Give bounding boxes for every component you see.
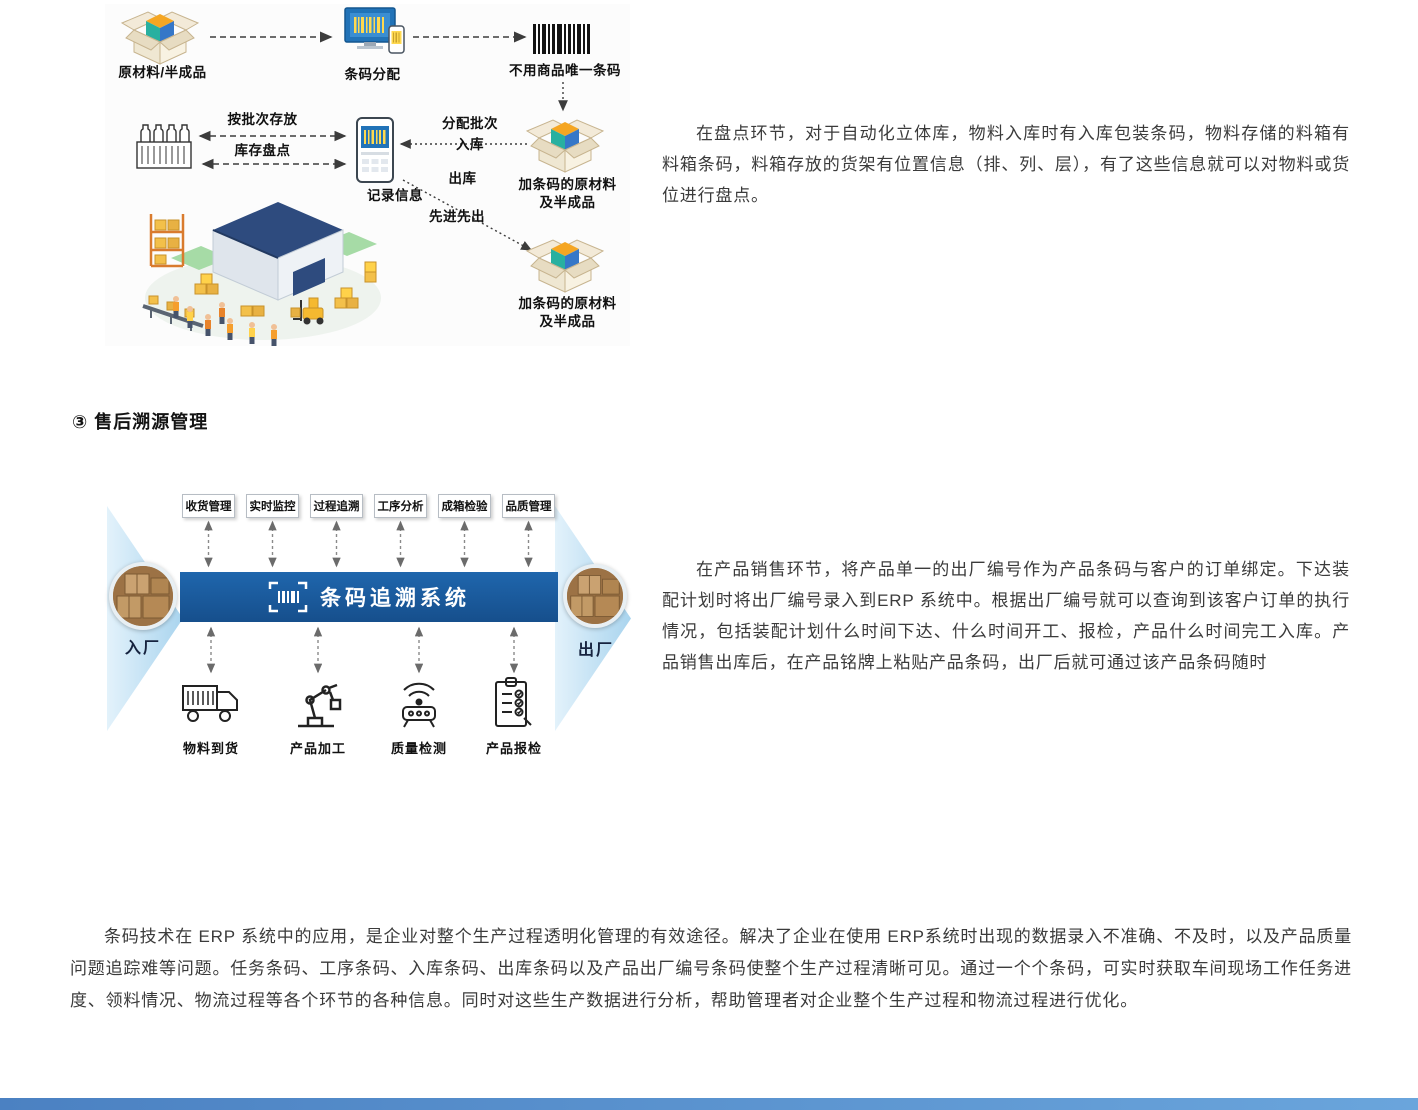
arrow-outbound-fifo (402, 179, 533, 251)
top-label-receiving: 收货管理 (182, 494, 235, 518)
system-title: 条码追溯系统 (320, 587, 470, 610)
barcoded-material-line2: 及半成品 (539, 194, 596, 210)
top-label-quality-mgmt: 品质管理 (502, 494, 555, 518)
barcoded-material-line2: 及半成品 (539, 313, 596, 329)
inspection-report-icon (495, 677, 532, 727)
traceability-system-bar: 条码追溯系统 (180, 572, 558, 622)
inventory-count-label: 库存盘点 (234, 143, 291, 158)
workers-icons (173, 296, 277, 346)
barcode-monitor-icon (344, 7, 405, 54)
bottom-label-processing: 产品加工 (289, 741, 346, 756)
bottom-label-material-arrival: 物料到货 (182, 741, 239, 756)
forklift-icon (290, 297, 324, 325)
top-label-boxing-inspection: 成箱检验 (438, 494, 491, 518)
quality-detector-icon (402, 682, 436, 728)
outbound-goods-photo (563, 564, 627, 628)
barcoded-material-label-1: 加条码的原材料 及半成品 (495, 176, 640, 211)
inbound-label: 入库 (456, 137, 484, 152)
barcoded-material-line1: 加条码的原材料 (518, 296, 617, 311)
barcoded-box-icon-2 (526, 239, 604, 293)
outbound-gate-label: 出厂 (577, 642, 614, 659)
traceability-system-diagram: 入厂 出厂 收货管理 实时监控 过程追溯 工序分析 成箱检验 品质管理 (105, 466, 631, 770)
flow-diagram-graphics (121, 7, 604, 346)
bottom-label-product-inspection: 产品报检 (485, 741, 542, 756)
truck-icon (182, 685, 238, 722)
fifo-label: 先进先出 (429, 209, 485, 224)
top-label-process-trace: 过程追溯 (310, 494, 363, 518)
barcode-icon (533, 24, 590, 54)
assign-batch-label: 分配批次 (442, 116, 498, 131)
handheld-scanner-icon (356, 117, 394, 183)
barcode-assign-label: 条码分配 (344, 67, 401, 82)
section-heading-after-sales-traceability: ③ 售后溯源管理 (72, 412, 209, 432)
outbound-label: 出库 (448, 171, 477, 186)
traceability-arrows (204, 520, 533, 674)
top-label-process-analysis: 工序分析 (374, 494, 427, 518)
inbound-goods-photo (109, 562, 177, 630)
bottom-label-quality-test: 质量检测 (390, 741, 447, 756)
barcoded-box-icon (526, 119, 604, 173)
robot-arm-icon (298, 683, 342, 728)
page-bottom-bar (0, 1098, 1418, 1110)
warehouse-scene-illustration (142, 202, 381, 346)
raw-material-label: 原材料/半成品 (118, 65, 207, 80)
open-box-icon (121, 11, 199, 65)
summary-paragraph: 条码技术在 ERP 系统中的应用，是企业对整个生产过程透明化管理的有效途径。解决… (70, 927, 1352, 1010)
barcode-scan-icon (268, 581, 308, 613)
storage-rack-icon (136, 124, 192, 169)
record-info-label: 记录信息 (367, 188, 423, 203)
warehouse-barcode-flow-diagram: 原材料/半成品 条码分配 不用商品唯一条码 加条码的原材料 及半成品 按批次存放… (105, 4, 630, 346)
unique-barcode-label: 不用商品唯一条码 (509, 63, 621, 78)
top-label-monitoring: 实时监控 (246, 494, 299, 518)
inventory-paragraph: 在盘点环节，对于自动化立体库，物料入库时有入库包装条码，物料存储的料箱有料箱条码… (662, 124, 1350, 205)
barcoded-material-line1: 加条码的原材料 (518, 177, 617, 192)
inbound-gate-label: 入厂 (124, 640, 161, 657)
store-by-batch-label: 按批次存放 (227, 112, 298, 127)
barcoded-material-label-2: 加条码的原材料 及半成品 (495, 295, 640, 330)
sales-paragraph: 在产品销售环节，将产品单一的出厂编号作为产品条码与客户的订单绑定。下达装配计划时… (662, 560, 1350, 672)
